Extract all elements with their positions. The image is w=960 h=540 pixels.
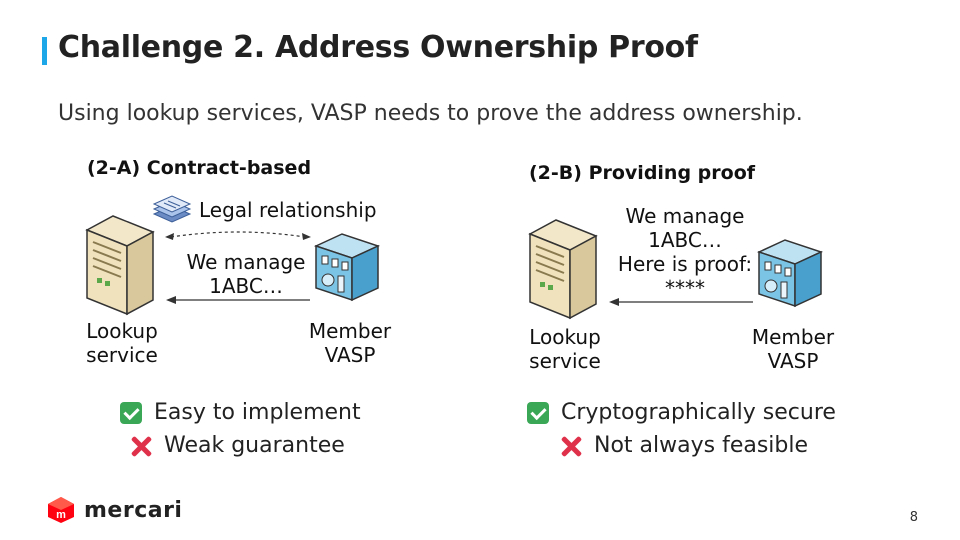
legal-relationship-label: Legal relationship <box>199 198 377 222</box>
legal-relationship-arrow <box>165 231 311 240</box>
right-member-label: Member VASP <box>743 325 843 373</box>
left-member-line1: Member <box>308 319 392 343</box>
left-message-line1: We manage <box>186 250 306 274</box>
right-lookup-line2: service <box>529 349 601 373</box>
documents-icon <box>152 195 192 223</box>
right-pro-text: Cryptographically secure <box>561 400 836 425</box>
check-icon <box>527 401 549 424</box>
mercari-logo-icon: m <box>48 497 74 523</box>
left-message-line2: 1ABC… <box>209 274 283 298</box>
check-icon <box>120 401 142 424</box>
title-accent-bar <box>42 37 47 65</box>
right-lookup-label: Lookup service <box>515 325 615 373</box>
left-lookup-label: Lookup service <box>72 319 172 367</box>
left-lookup-line1: Lookup <box>86 319 158 343</box>
building-icon <box>756 239 824 308</box>
right-message-line3: Here is proof: <box>617 252 753 276</box>
right-pro-bullet: Cryptographically secure <box>527 400 836 425</box>
left-member-line2: VASP <box>324 343 376 367</box>
cross-icon <box>130 435 152 457</box>
server-icon <box>85 215 155 316</box>
slide-title: Challenge 2. Address Ownership Proof <box>58 30 698 65</box>
cross-icon <box>560 435 582 457</box>
right-proof-value: **** <box>665 276 705 300</box>
building-icon <box>313 233 381 302</box>
right-member-line2: VASP <box>767 349 819 373</box>
right-heading: (2-B) Providing proof <box>529 162 756 184</box>
left-claim-arrow <box>166 296 310 304</box>
left-con-bullet: Weak guarantee <box>130 433 345 458</box>
left-message: We manage 1ABC… <box>183 250 309 298</box>
right-proof-arrow <box>609 298 753 306</box>
mercari-logo: m mercari <box>46 496 182 524</box>
slide-subtitle: Using lookup services, VASP needs to pro… <box>58 101 803 126</box>
right-con-bullet: Not always feasible <box>560 433 808 458</box>
left-con-text: Weak guarantee <box>164 433 345 458</box>
right-message-line2: 1ABC… <box>648 228 722 252</box>
mercari-logo-glyph: m <box>56 509 66 521</box>
right-message: We manage 1ABC… Here is proof: **** <box>614 204 756 300</box>
left-lookup-line2: service <box>86 343 158 367</box>
right-lookup-line1: Lookup <box>529 325 601 349</box>
right-con-text: Not always feasible <box>594 433 809 458</box>
right-member-line1: Member <box>751 325 835 349</box>
page-number: 8 <box>909 510 918 525</box>
right-message-line1: We manage <box>625 204 745 228</box>
left-pro-text: Easy to implement <box>154 400 361 425</box>
left-member-label: Member VASP <box>300 319 400 367</box>
left-pro-bullet: Easy to implement <box>120 400 361 425</box>
brand-name: mercari <box>84 497 183 523</box>
left-heading: (2-A) Contract-based <box>87 157 312 179</box>
server-icon <box>528 219 598 320</box>
